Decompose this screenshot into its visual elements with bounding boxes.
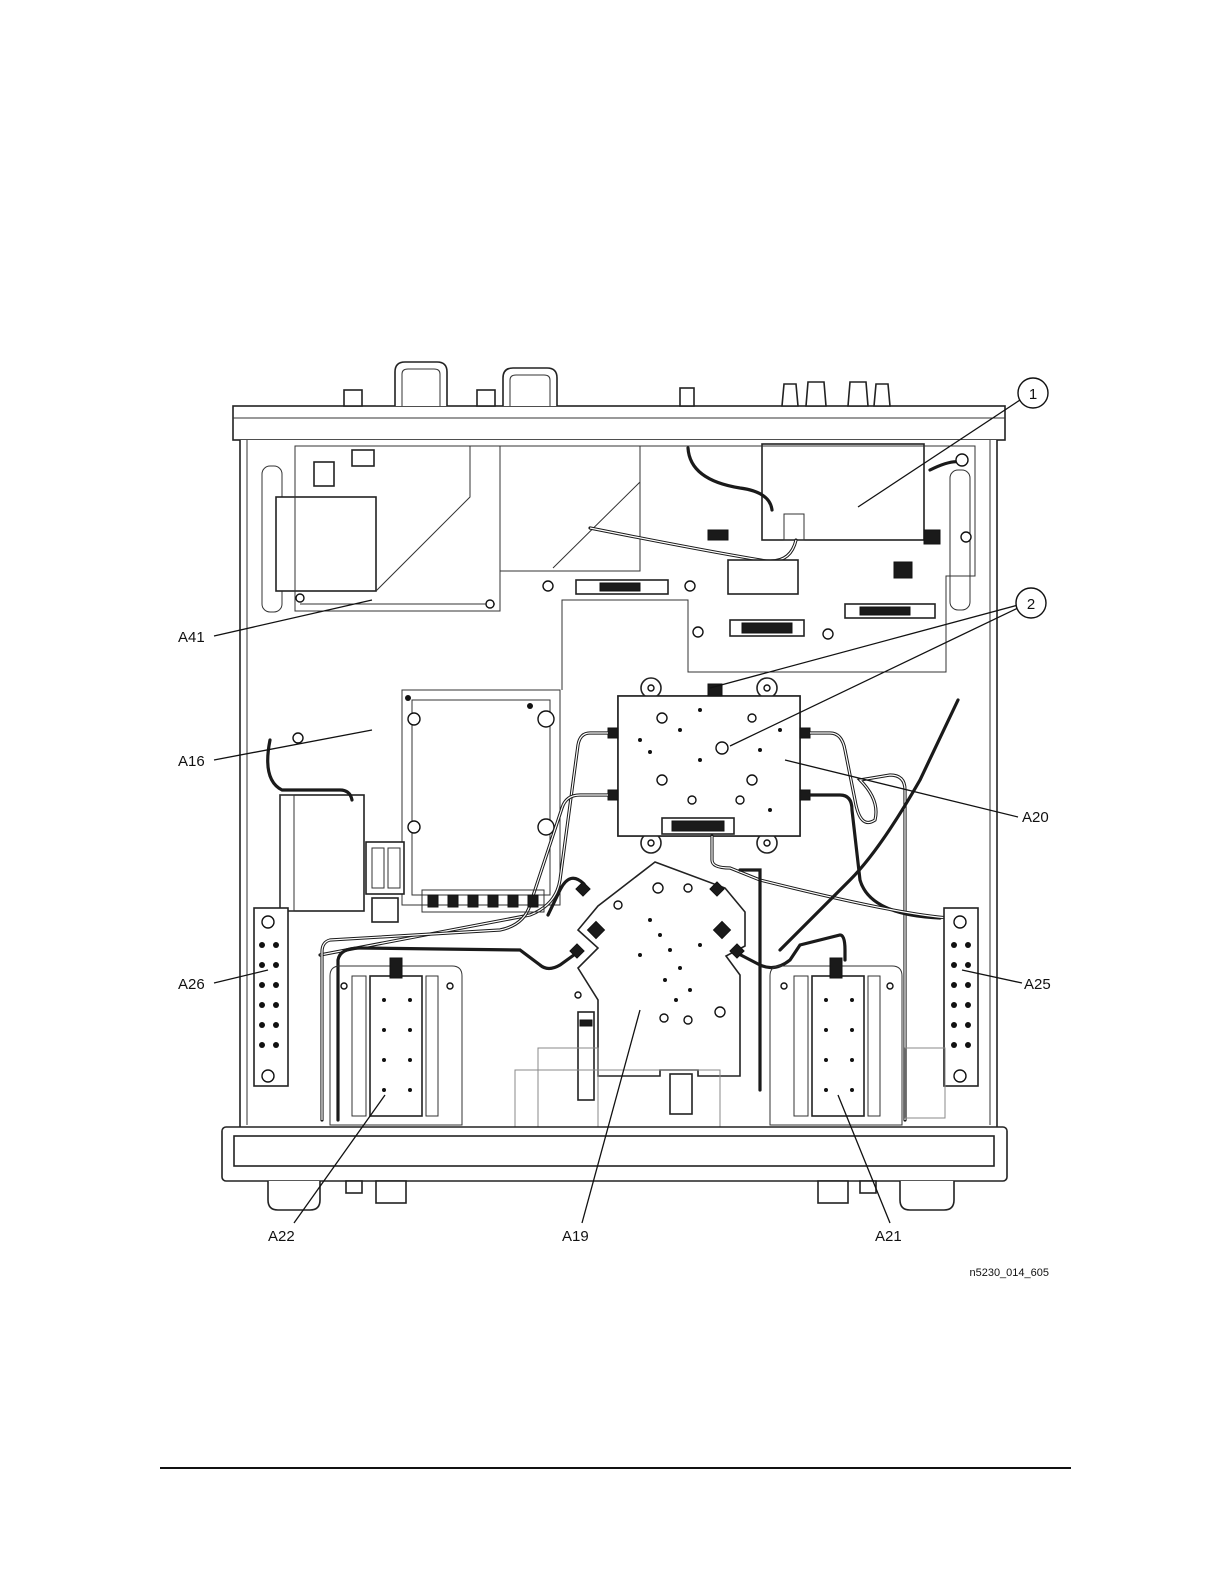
a26-bar: [254, 908, 288, 1086]
front-panel: [222, 1127, 1007, 1210]
label-a19: A19: [562, 1228, 589, 1245]
callout-1-text: 1: [1029, 386, 1037, 403]
label-a41: A41: [178, 629, 205, 646]
label-a25: A25: [1024, 976, 1051, 993]
footer-rule: [160, 1467, 1071, 1469]
label-a20: A20: [1022, 809, 1049, 826]
rear-panel: [233, 362, 1005, 440]
callout-2: 2: [1016, 588, 1046, 618]
figure-id: n5230_014_605: [969, 1267, 1049, 1279]
label-a21: A21: [875, 1228, 902, 1245]
label-a16: A16: [178, 753, 205, 770]
label-a22: A22: [268, 1228, 295, 1245]
label-a26: A26: [178, 976, 205, 993]
callout-2-text: 2: [1027, 596, 1035, 613]
a20-block: [608, 678, 810, 853]
callout-1: 1: [1018, 378, 1048, 408]
